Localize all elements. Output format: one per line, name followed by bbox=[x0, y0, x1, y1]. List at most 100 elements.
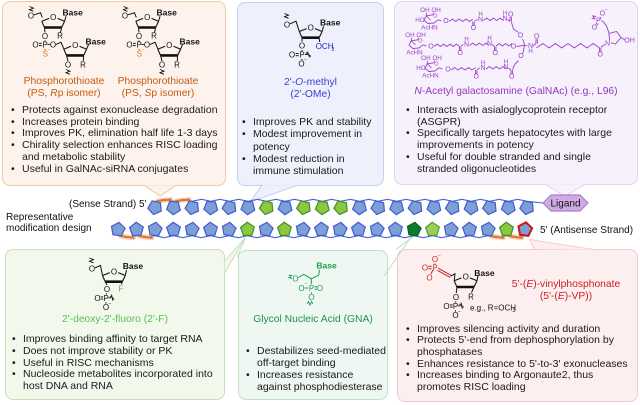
svg-text:O: O bbox=[422, 264, 428, 273]
svg-text:OCH: OCH bbox=[316, 42, 334, 51]
svg-text:O: O bbox=[453, 293, 459, 302]
svg-text:P: P bbox=[309, 284, 314, 293]
svg-text:O: O bbox=[308, 23, 314, 32]
svg-text:O: O bbox=[104, 285, 110, 294]
svg-text:O: O bbox=[492, 50, 498, 57]
svg-text:O: O bbox=[298, 284, 304, 293]
svg-text:OH OH: OH OH bbox=[420, 7, 441, 14]
svg-text:P: P bbox=[103, 294, 108, 303]
svg-text:H: H bbox=[478, 12, 482, 18]
svg-text:e.g., R=OCH: e.g., R=OCH bbox=[470, 304, 516, 313]
svg-text:O: O bbox=[89, 265, 95, 274]
svg-text:O: O bbox=[597, 52, 603, 59]
svg-text:O: O bbox=[28, 12, 34, 21]
svg-text:O: O bbox=[518, 53, 524, 60]
svg-text:O: O bbox=[50, 13, 56, 22]
svg-text:O: O bbox=[432, 255, 438, 264]
svg-text:P: P bbox=[136, 40, 141, 49]
svg-text:P: P bbox=[432, 264, 437, 273]
svg-text:H: H bbox=[464, 37, 468, 43]
svg-text:O: O bbox=[144, 40, 150, 49]
svg-text:P: P bbox=[42, 40, 47, 49]
svg-text:N: N bbox=[528, 43, 533, 50]
svg-text:Base: Base bbox=[123, 261, 144, 271]
svg-text:N: N bbox=[502, 16, 507, 23]
svg-text:AcHN: AcHN bbox=[406, 50, 423, 57]
svg-text:−: − bbox=[458, 309, 461, 315]
svg-text:O: O bbox=[159, 61, 165, 70]
svg-text:O: O bbox=[284, 21, 290, 30]
svg-text:AcHN: AcHN bbox=[422, 73, 439, 80]
svg-text:N: N bbox=[487, 41, 492, 48]
svg-text:H: H bbox=[504, 60, 508, 66]
svg-text:O: O bbox=[434, 62, 439, 68]
svg-text:−: − bbox=[48, 48, 51, 54]
svg-text:F: F bbox=[119, 285, 124, 294]
svg-text:Base: Base bbox=[474, 268, 495, 278]
svg-text:O: O bbox=[534, 33, 540, 40]
svg-text:O: O bbox=[94, 294, 100, 303]
svg-text:O: O bbox=[292, 275, 298, 284]
svg-text:O: O bbox=[428, 44, 434, 51]
svg-text:O: O bbox=[473, 74, 479, 81]
svg-text:R: R bbox=[468, 293, 474, 302]
svg-text:P: P bbox=[299, 51, 304, 60]
svg-text:R: R bbox=[57, 32, 63, 41]
svg-text:R: R bbox=[151, 32, 157, 41]
svg-text:OH: OH bbox=[624, 38, 635, 45]
svg-text:HO: HO bbox=[416, 65, 426, 72]
svg-text:Base: Base bbox=[86, 36, 107, 46]
svg-text:H: H bbox=[528, 49, 532, 55]
svg-text:Base: Base bbox=[63, 8, 84, 18]
svg-text:O: O bbox=[457, 50, 463, 57]
svg-text:−: − bbox=[142, 48, 145, 54]
svg-text:Ligand: Ligand bbox=[550, 199, 580, 210]
svg-text:−: − bbox=[304, 58, 307, 64]
svg-text:O: O bbox=[103, 303, 109, 312]
svg-text:AcHN: AcHN bbox=[421, 25, 438, 32]
svg-text:P: P bbox=[596, 16, 601, 25]
svg-text:N: N bbox=[478, 17, 483, 24]
svg-text:O: O bbox=[298, 60, 304, 69]
svg-text:N: N bbox=[464, 42, 469, 49]
svg-text:Base: Base bbox=[316, 260, 337, 270]
svg-text:O: O bbox=[426, 274, 432, 283]
svg-text:−: − bbox=[109, 301, 112, 307]
svg-text:O: O bbox=[443, 18, 449, 25]
svg-text:O: O bbox=[463, 273, 469, 282]
svg-text:O: O bbox=[299, 42, 305, 51]
svg-text:O: O bbox=[50, 40, 56, 49]
svg-text:R: R bbox=[174, 60, 180, 69]
svg-text:O: O bbox=[144, 13, 150, 22]
svg-text:H: H bbox=[503, 11, 507, 17]
svg-text:O: O bbox=[452, 311, 458, 320]
svg-text:−: − bbox=[605, 8, 608, 14]
svg-text:H: H bbox=[487, 36, 491, 42]
svg-text:O: O bbox=[445, 67, 451, 74]
svg-text:O: O bbox=[509, 74, 515, 81]
svg-text:N: N bbox=[480, 65, 485, 72]
svg-text:O: O bbox=[600, 11, 606, 18]
svg-text:3: 3 bbox=[513, 308, 516, 314]
svg-text:S: S bbox=[137, 50, 142, 59]
svg-text:N: N bbox=[605, 41, 610, 48]
svg-text:S: S bbox=[43, 50, 48, 59]
svg-text:−: − bbox=[438, 253, 441, 259]
svg-text:O: O bbox=[72, 41, 78, 50]
svg-text:−: − bbox=[305, 281, 308, 287]
svg-text:O: O bbox=[443, 302, 449, 311]
svg-text:O: O bbox=[418, 39, 423, 45]
svg-text:O: O bbox=[126, 40, 132, 49]
svg-text:O: O bbox=[433, 14, 438, 20]
svg-text:O: O bbox=[122, 12, 128, 21]
svg-text:H: H bbox=[481, 61, 485, 67]
svg-text:O: O bbox=[308, 293, 314, 302]
svg-text:HO: HO bbox=[415, 17, 425, 24]
svg-text:O: O bbox=[136, 32, 142, 41]
svg-text:N: N bbox=[503, 64, 508, 71]
svg-text:OH OH: OH OH bbox=[421, 55, 442, 62]
svg-text:OH OH: OH OH bbox=[405, 32, 426, 39]
svg-text:O: O bbox=[65, 61, 71, 70]
svg-text:R: R bbox=[80, 60, 86, 69]
svg-text:3: 3 bbox=[331, 47, 334, 53]
